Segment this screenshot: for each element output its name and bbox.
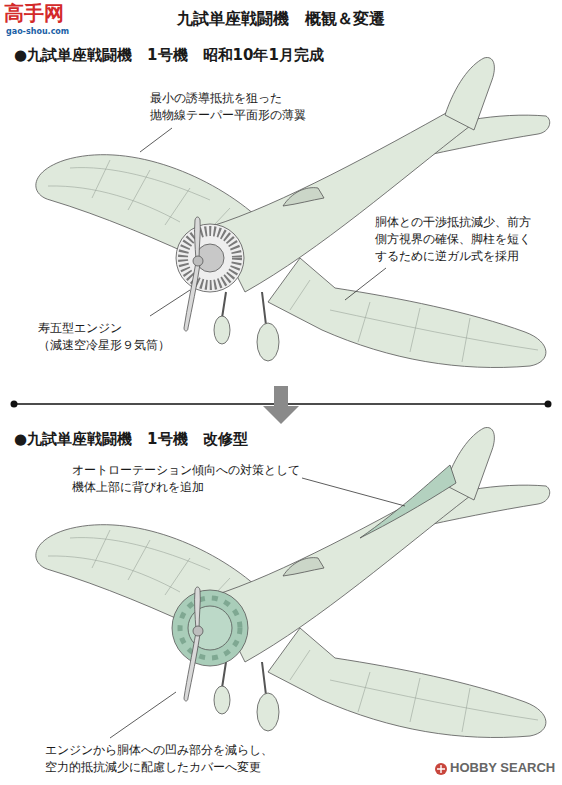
divider-dot: [11, 401, 18, 408]
leader-line: [110, 692, 176, 738]
label-holder: 最小の誘導抵抗を狙った 抛物線テーパー平面形の薄翼: [150, 90, 308, 124]
annotation: オートローテーション傾向への対策として 機体上部に背びれを追加: [72, 462, 298, 496]
divider-dot: [545, 401, 552, 408]
section-heading: ●九試単座戦闘機 1号機 昭和10年1月完成: [0, 42, 562, 70]
logo-icon: [437, 765, 445, 773]
cowl-bumps: [180, 598, 240, 658]
plane-prototype: [36, 58, 550, 368]
annotation: エンジンから胴体への凹み部分を減らし、 空力的抵抗減少に配慮したカバーへ変更: [45, 742, 283, 776]
cylinder-fins: [183, 231, 237, 285]
diagram-title: 九試単座戦闘機 概観＆変遷: [0, 9, 562, 30]
label-holder: HOBBY SEARCH: [450, 761, 555, 775]
propeller: [184, 217, 203, 331]
dorsal-fin: [360, 465, 456, 538]
leader-line: [150, 290, 190, 316]
airframe: [36, 58, 550, 368]
arrow-head: [263, 406, 299, 424]
engine: [176, 224, 244, 292]
engine-cowl: [172, 590, 248, 666]
label-holder: エンジンから胴体への凹み部分を減らし、 空力的抵抗減少に配慮したカバーへ変更: [45, 742, 283, 776]
leader-line: [140, 128, 172, 152]
label-holder: 寿五型エンジン （減速空冷星形９気筒）: [38, 320, 177, 354]
annotation: 胴体との干渉抵抗減少、前方 側方視界の確保、脚柱を短く するために逆ガル式を採用: [375, 214, 538, 264]
block-arrow: [263, 386, 299, 424]
watermark: HOBBY SEARCH: [450, 761, 555, 775]
watermark-logo: [435, 763, 447, 775]
label-holder: オートローテーション傾向への対策として 機体上部に背びれを追加: [72, 462, 298, 496]
label-holder: gao-shou.com: [6, 28, 69, 37]
watermark-url: gao-shou.com: [6, 28, 69, 37]
leader-line: [302, 478, 405, 506]
arrow-shaft: [274, 386, 288, 406]
annotation: 最小の誘導抵抗を狙った 抛物線テーパー平面形の薄翼: [150, 90, 308, 124]
section-heading: ●九試単座戦闘機 1号機 改修型: [0, 426, 562, 454]
leader-line: [345, 268, 386, 300]
propeller: [184, 587, 203, 701]
airframe: [36, 428, 550, 738]
plane-modified: [36, 428, 550, 738]
annotation: 寿五型エンジン （減速空冷星形９気筒）: [38, 320, 177, 354]
section-panel: ●九試単座戦闘機 1号機 改修型: [0, 426, 562, 778]
watermark: 高手网: [4, 2, 64, 24]
label-holder: 胴体との干渉抵抗減少、前方 側方視界の確保、脚柱を短く するために逆ガル式を採用: [375, 214, 538, 264]
label-holder: 高手网: [4, 2, 64, 24]
logo-icon: [435, 763, 447, 775]
